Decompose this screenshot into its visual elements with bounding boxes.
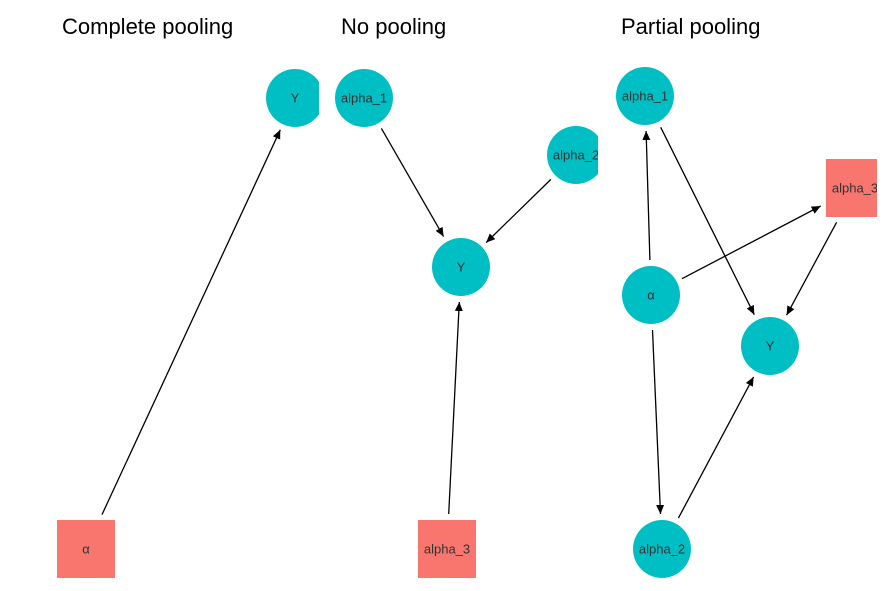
node-alpha-3-square [826, 159, 877, 217]
edge-alpha_1-to-Y [660, 127, 755, 315]
node-label-alpha-2: alpha_2 [553, 148, 599, 163]
node-label-Y: Y [291, 91, 300, 106]
node-label-alpha-1: alpha_1 [622, 89, 668, 104]
edge-alpha_2-to-Y [485, 178, 552, 244]
edge-alpha_3-to-Y [448, 301, 463, 515]
panel-title-complete-pooling: Complete pooling [62, 14, 234, 39]
node-alpha-1-circle [335, 69, 393, 127]
node-Y-circle [432, 238, 490, 296]
edge-alpha-to-alpha_2 [651, 329, 665, 515]
node-label-Y: Y [766, 339, 775, 354]
node-label-alpha-2: alpha_2 [639, 542, 685, 557]
node-label-alpha: α [647, 288, 655, 303]
node-alpha-1-circle [616, 67, 674, 125]
node-label-alpha-1: alpha_1 [341, 91, 387, 106]
node-Y-circle [741, 317, 799, 375]
node-alpha-circle [622, 266, 680, 324]
edge-alpha-to-alpha_3 [681, 205, 822, 280]
node-label-alpha-3: alpha_3 [832, 181, 878, 196]
node-label-alpha: α [82, 542, 90, 557]
edge-alpha_3-to-Y [786, 221, 838, 316]
node-alpha-2-circle [633, 520, 691, 578]
panel-title-partial-pooling: Partial pooling [621, 14, 761, 39]
node-alpha-2-circle [547, 126, 598, 184]
edge-alpha-to-Y [101, 129, 281, 515]
node-Y-circle [266, 69, 319, 127]
edge-alpha-to-alpha_1 [642, 130, 651, 261]
node-alpha-square [57, 520, 115, 578]
node-alpha-3-square [418, 520, 476, 578]
node-label-Y: Y [457, 260, 466, 275]
node-label-alpha-3: alpha_3 [424, 542, 470, 557]
panel-complete-pooling: Yα [57, 69, 319, 578]
edge-alpha_2-to-Y [677, 376, 755, 519]
edge-alpha_1-to-Y [380, 128, 445, 237]
panel-title-no-pooling: No pooling [341, 14, 447, 39]
